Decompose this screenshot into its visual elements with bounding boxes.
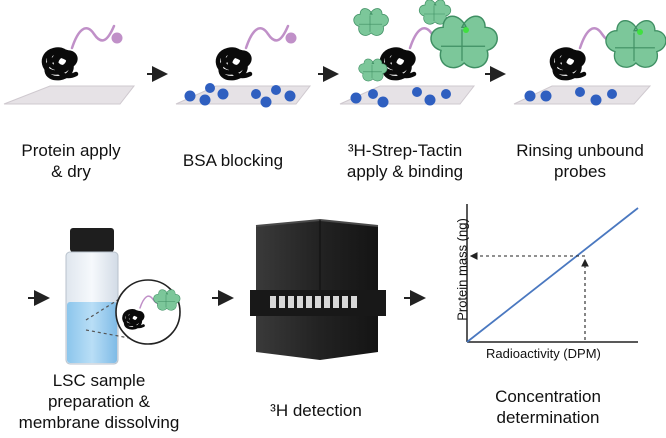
step6-illustration	[250, 218, 386, 360]
step3-line1: ³H-Strep-Tactin	[347, 141, 463, 160]
step4-illustration	[513, 20, 666, 106]
calibration-chart	[466, 204, 639, 343]
binding-site	[637, 29, 643, 35]
chart-ylabel: Protein mass (ng)	[454, 218, 470, 321]
binding-site	[463, 27, 469, 33]
step5-line3: membrane dissolving	[18, 413, 180, 432]
step5-illustration	[65, 228, 181, 365]
step5-line2: preparation &	[47, 392, 151, 411]
protein-icon	[382, 49, 414, 78]
step4-line1: Rinsing unbound	[516, 141, 644, 160]
strep-tactin-icon	[605, 20, 666, 68]
step5-label: LSC sample preparation & membrane dissol…	[14, 370, 184, 433]
step4-line2: probes	[554, 162, 606, 181]
step1-line1: Protein apply	[21, 141, 121, 160]
bsa-dots	[350, 87, 451, 108]
step2-illustration	[175, 24, 312, 108]
protein-icon	[44, 49, 76, 78]
step1-line2: & dry	[51, 162, 91, 181]
series-line	[466, 207, 639, 343]
step1-illustration	[3, 24, 136, 105]
strep-tactin-icon	[353, 8, 389, 36]
step2-line1: BSA blocking	[182, 151, 284, 170]
step7-label: Concentration determination	[478, 386, 618, 428]
linker-icon	[244, 24, 298, 50]
step7-line1: Concentration	[495, 387, 601, 406]
membrane	[3, 85, 136, 105]
protein-icon	[218, 49, 250, 78]
step4-label: Rinsing unbound probes	[500, 140, 660, 182]
step6-line1: ³H detection	[270, 401, 362, 420]
linker-icon	[70, 24, 124, 50]
vial-liquid	[67, 302, 117, 363]
bsa-dots	[524, 87, 617, 106]
chart-xlabel: Radioactivity (DPM)	[486, 346, 601, 361]
step3-label: ³H-Strep-Tactin apply & binding	[330, 140, 480, 182]
instrument-base	[256, 316, 378, 360]
step6-label: ³H detection	[246, 400, 386, 421]
step3-line2: apply & binding	[346, 162, 464, 181]
step2-label: BSA blocking	[168, 150, 298, 171]
sample-rack	[270, 296, 357, 308]
step3-illustration	[339, 0, 498, 108]
step1-label: Protein apply & dry	[6, 140, 136, 182]
step7-line2: determination	[496, 408, 600, 427]
protein-icon	[552, 49, 584, 78]
bsa-dots	[184, 83, 296, 108]
step5-line1: LSC sample	[52, 371, 146, 390]
instrument-top	[256, 220, 378, 290]
vial-cap	[70, 228, 114, 252]
